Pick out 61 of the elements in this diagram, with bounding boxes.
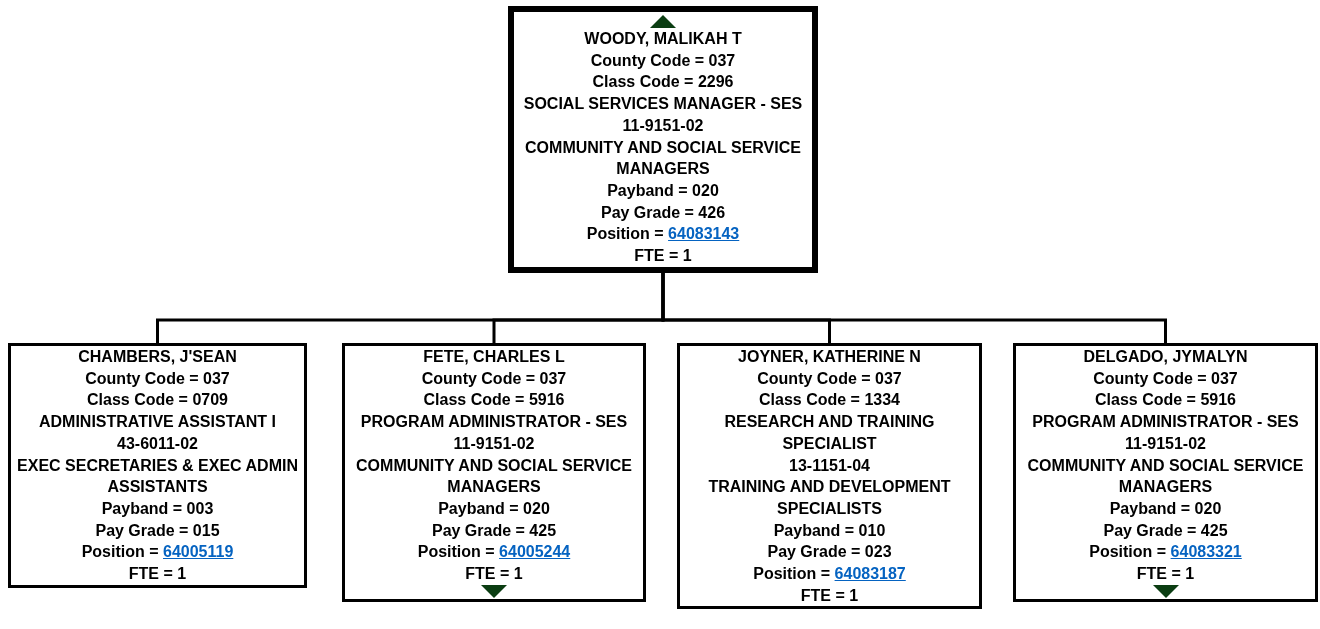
- position-detail: Class Code = 0709: [86, 390, 229, 411]
- employee-name: FETE, CHARLES L: [422, 347, 566, 367]
- position-detail: Payband = 020: [437, 498, 551, 519]
- position-detail: Class Code = 1334: [758, 390, 901, 411]
- position-text: Position = 64083143: [585, 224, 741, 245]
- position-detail: Payband = 020: [1108, 498, 1223, 519]
- position-detail: COMMUNITY AND SOCIAL SERVICE MANAGERS: [1026, 455, 1305, 498]
- employee-name: DELGADO, JYMALYN: [1082, 347, 1249, 367]
- position-detail: Pay Grade = 425: [1102, 520, 1229, 541]
- position-card: [508, 6, 818, 273]
- employee-name: JOYNER, KATHERINE N: [737, 347, 922, 367]
- position-detail: SOCIAL SERVICES MANAGER - SES: [522, 94, 804, 115]
- position-detail: COMMUNITY AND SOCIAL SERVICE MANAGERS: [355, 455, 633, 498]
- position-detail: FTE = 1: [799, 585, 860, 606]
- position-detail: PROGRAM ADMINISTRATOR - SES: [359, 412, 629, 433]
- position-detail: County Code = 037: [420, 368, 568, 389]
- position-text: Position = 64005244: [416, 542, 572, 563]
- position-card: [677, 343, 982, 610]
- position-detail: 43-6011-02: [116, 433, 199, 454]
- position-detail: Class Code = 5916: [1094, 390, 1237, 411]
- position-detail: County Code = 037: [589, 50, 737, 71]
- position-detail: Pay Grade = 023: [766, 542, 893, 563]
- position-card: [1013, 343, 1318, 602]
- position-detail: Payband = 020: [606, 180, 720, 201]
- position-detail: County Code = 037: [84, 368, 231, 389]
- position-detail: COMMUNITY AND SOCIAL SERVICE MANAGERS: [524, 137, 802, 180]
- position-detail: Pay Grade = 426: [599, 202, 727, 223]
- position-detail: EXEC SECRETARIES & EXEC ADMIN ASSISTANTS: [16, 455, 299, 498]
- position-detail: FTE = 1: [464, 564, 524, 585]
- position-card: [8, 343, 307, 588]
- position-detail: Class Code = 2296: [591, 72, 735, 93]
- position-detail: Payband = 010: [772, 520, 887, 541]
- position-detail: FTE = 1: [1135, 564, 1196, 585]
- position-detail: ADMINISTRATIVE ASSISTANT I: [37, 412, 277, 433]
- position-link: 64083321: [1170, 543, 1242, 561]
- position-detail: Pay Grade = 015: [94, 520, 221, 541]
- position-detail: PROGRAM ADMINISTRATOR - SES: [1031, 412, 1300, 433]
- position-detail: 11-9151-02: [621, 115, 705, 136]
- employee-name: CHAMBERS, J'SEAN: [77, 347, 238, 367]
- position-link: 64005119: [163, 543, 234, 561]
- position-detail: 11-9151-02: [1124, 433, 1207, 454]
- position-text: Position = 64083187: [752, 564, 907, 585]
- connector-line: [661, 273, 1167, 343]
- position-text: Position = 64005119: [80, 542, 235, 563]
- position-detail: Class Code = 5916: [422, 390, 566, 411]
- position-detail: FTE = 1: [633, 246, 693, 267]
- position-link: 64083187: [834, 565, 906, 583]
- position-detail: County Code = 037: [1092, 368, 1239, 389]
- position-detail: County Code = 037: [756, 368, 903, 389]
- position-link: 64005244: [499, 543, 571, 561]
- position-detail: 13-1151-04: [788, 455, 871, 476]
- position-detail: TRAINING AND DEVELOPMENT SPECIALISTS: [707, 477, 952, 519]
- employee-name: WOODY, MALIKAH T: [583, 29, 743, 49]
- position-detail: Pay Grade = 425: [430, 520, 558, 541]
- position-detail: FTE = 1: [127, 564, 188, 585]
- position-link: 64083143: [668, 225, 740, 243]
- position-detail: 11-9151-02: [452, 433, 536, 454]
- position-detail: Payband = 003: [100, 498, 215, 519]
- position-detail: RESEARCH AND TRAINING SPECIALIST: [723, 412, 936, 454]
- position-text: Position = 64083321: [1088, 542, 1243, 563]
- position-card: [342, 343, 646, 602]
